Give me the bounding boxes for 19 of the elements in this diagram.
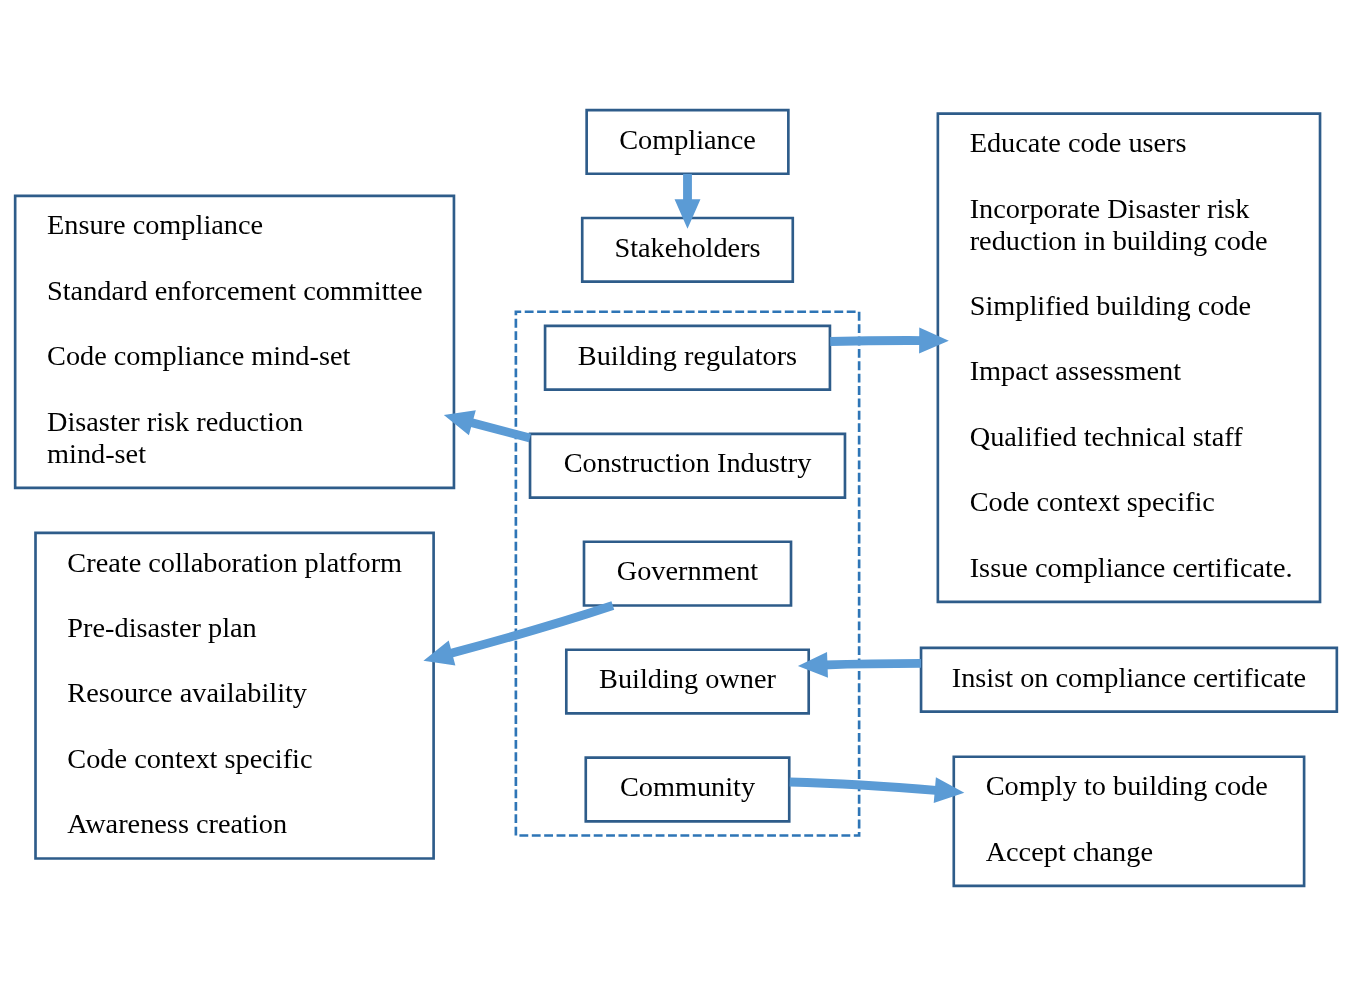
arrow xyxy=(797,651,921,678)
node-box: Construction Industry xyxy=(528,432,847,499)
arrow xyxy=(443,409,532,442)
node-box: Ensure compliance Standard enforcement committee Code compliance mind-set Disaster risk reduction mind-set xyxy=(13,194,456,489)
arrow xyxy=(674,173,701,229)
node-box: Stakeholders xyxy=(580,216,795,283)
node-box: Building regulators xyxy=(543,324,832,391)
arrow xyxy=(789,776,965,803)
node-box: Insist on compliance certificate xyxy=(919,646,1339,713)
node-box: Educate code users Incorporate Disaster risk reduction in building code Simplified building code Impact assessment Qualified technical staff Code context specific Issue compliance certificate. xyxy=(936,111,1322,603)
node-box: Community xyxy=(584,755,791,823)
node-box: Comply to building code Accept change xyxy=(952,754,1306,887)
arrow xyxy=(830,327,949,353)
node-box: Building owner xyxy=(564,647,811,715)
node-box: Compliance xyxy=(585,108,790,175)
cluster xyxy=(514,309,861,837)
arrow xyxy=(423,600,615,666)
node-box: Government xyxy=(582,539,793,607)
node-box: Create collaboration platform Pre-disaster plan Resource availability Code context specific Awareness creation xyxy=(34,531,435,860)
